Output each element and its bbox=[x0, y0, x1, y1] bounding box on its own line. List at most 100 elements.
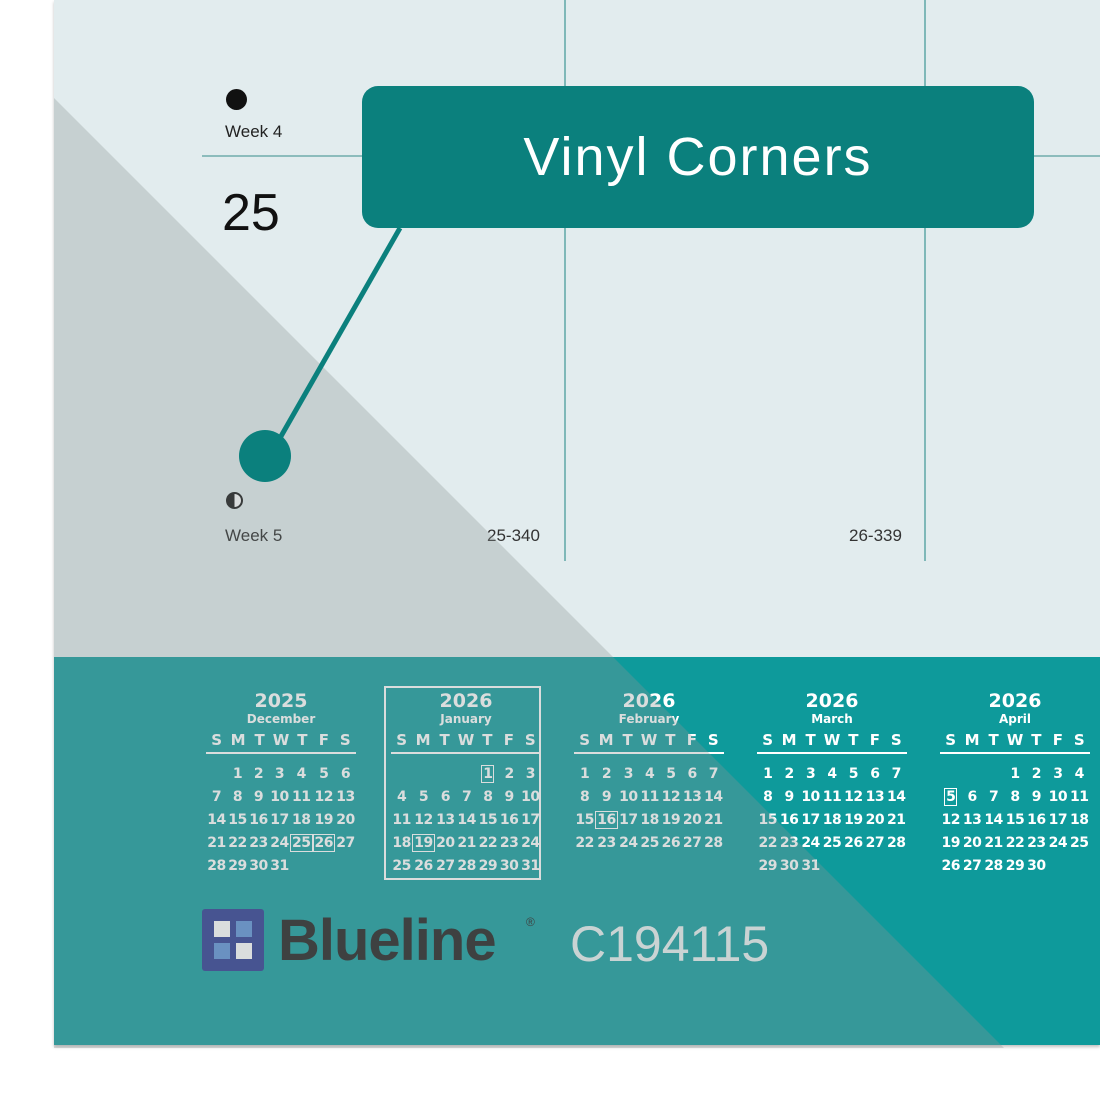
day-cell: 27 bbox=[865, 835, 885, 851]
weekday-letter: S bbox=[1073, 731, 1085, 749]
day-cell: 14 bbox=[457, 812, 476, 828]
weekday-letter: T bbox=[482, 731, 493, 749]
weekday-letter: T bbox=[622, 731, 633, 749]
day-cell: 9 bbox=[504, 789, 514, 805]
day-cell: 24 bbox=[619, 835, 638, 851]
day-cell: 16 bbox=[595, 811, 618, 829]
day-cell: 16 bbox=[499, 812, 519, 828]
day-cell: 12 bbox=[844, 789, 863, 805]
day-cell: 7 bbox=[891, 766, 902, 782]
day-cell: 20 bbox=[682, 812, 702, 828]
day-cell: 28 bbox=[887, 835, 906, 851]
week-label-top: Week 4 bbox=[225, 122, 283, 141]
day-cell: 4 bbox=[827, 766, 837, 782]
weekday-letter: S bbox=[211, 731, 223, 749]
day-cell: 22 bbox=[575, 835, 594, 851]
weekday-letter: W bbox=[640, 731, 658, 749]
day-cell: 19 bbox=[661, 812, 681, 828]
day-cell: 6 bbox=[440, 789, 451, 805]
half-moon-icon bbox=[226, 492, 243, 509]
day-cell: 5 bbox=[319, 766, 329, 782]
day-cell: 29 bbox=[478, 858, 498, 874]
weekday-letter: S bbox=[579, 731, 591, 749]
day-cell: 7 bbox=[708, 766, 719, 782]
day-cell: 24 bbox=[801, 835, 820, 851]
day-number: 25 bbox=[222, 184, 280, 242]
callout-label: Vinyl Corners bbox=[523, 127, 873, 187]
leader-dot bbox=[239, 430, 291, 482]
day-cell: 10 bbox=[270, 789, 289, 805]
mini-calendar-year: 2026 bbox=[988, 690, 1042, 712]
day-cell: 13 bbox=[865, 789, 885, 805]
day-cell: 13 bbox=[336, 789, 355, 805]
day-cell: 9 bbox=[784, 789, 795, 805]
day-cell: 19 bbox=[314, 812, 334, 828]
weekday-letter: M bbox=[781, 731, 797, 749]
day-cell: 23 bbox=[249, 835, 268, 851]
day-cell: 21 bbox=[457, 835, 476, 851]
weekday-letter: T bbox=[1031, 731, 1042, 749]
registered-mark: ® bbox=[526, 915, 535, 929]
day-cell: 3 bbox=[623, 766, 634, 782]
day-cell: 8 bbox=[1010, 789, 1020, 805]
day-cell: 6 bbox=[967, 789, 978, 805]
current-month-box bbox=[384, 686, 541, 880]
day-code: 25-340 bbox=[487, 526, 540, 545]
day-cell: 10 bbox=[619, 789, 638, 805]
mini-calendar-year: 2026 bbox=[805, 690, 859, 712]
column-divider bbox=[564, 0, 566, 561]
weekday-letter: T bbox=[848, 731, 859, 749]
day-cell: 6 bbox=[870, 766, 880, 782]
day-code: 26-339 bbox=[849, 526, 902, 545]
weekday-letter: S bbox=[762, 731, 774, 749]
day-cell: 31 bbox=[801, 858, 820, 874]
model-number: C194115 bbox=[570, 916, 770, 972]
day-cell: 20 bbox=[436, 835, 455, 851]
day-cell: 14 bbox=[704, 789, 723, 805]
weekday-letter: S bbox=[524, 731, 536, 749]
day-cell: 10 bbox=[521, 789, 540, 805]
day-cell: 15 bbox=[228, 812, 247, 828]
day-cell: 11 bbox=[1070, 789, 1089, 805]
weekday-letter: S bbox=[945, 731, 957, 749]
weekday-letter: F bbox=[318, 731, 329, 749]
day-cell: 18 bbox=[640, 812, 659, 828]
day-cell: 21 bbox=[887, 812, 906, 828]
day-cell: 8 bbox=[483, 789, 493, 805]
day-cell: 31 bbox=[521, 858, 540, 874]
day-cell: 25 bbox=[1070, 835, 1089, 851]
mini-calendar-month: April bbox=[998, 712, 1032, 726]
weekday-letter: S bbox=[339, 731, 351, 749]
day-cell: 17 bbox=[521, 812, 540, 828]
day-cell: 29 bbox=[1005, 858, 1025, 874]
weekday-letter: M bbox=[230, 731, 246, 749]
day-cell: 12 bbox=[661, 789, 681, 805]
day-cell: 19 bbox=[844, 812, 863, 828]
day-cell: 5 bbox=[418, 789, 429, 805]
day-cell: 12 bbox=[941, 812, 960, 828]
mini-calendar-month: March bbox=[811, 712, 853, 726]
day-cell: 10 bbox=[1048, 789, 1068, 805]
day-cell: 17 bbox=[270, 812, 289, 828]
day-cell: 6 bbox=[340, 766, 351, 782]
day-cell: 25 bbox=[290, 834, 313, 852]
day-cell: 28 bbox=[704, 835, 723, 851]
day-cell: 15 bbox=[758, 812, 777, 828]
day-cell: 24 bbox=[270, 835, 289, 851]
weekday-letter: W bbox=[823, 731, 841, 749]
day-cell: 21 bbox=[704, 812, 723, 828]
day-cell: 17 bbox=[619, 812, 638, 828]
day-cell: 13 bbox=[962, 812, 982, 828]
day-cell: 14 bbox=[207, 812, 226, 828]
day-cell: 27 bbox=[336, 835, 355, 851]
day-cell: 22 bbox=[478, 835, 498, 851]
